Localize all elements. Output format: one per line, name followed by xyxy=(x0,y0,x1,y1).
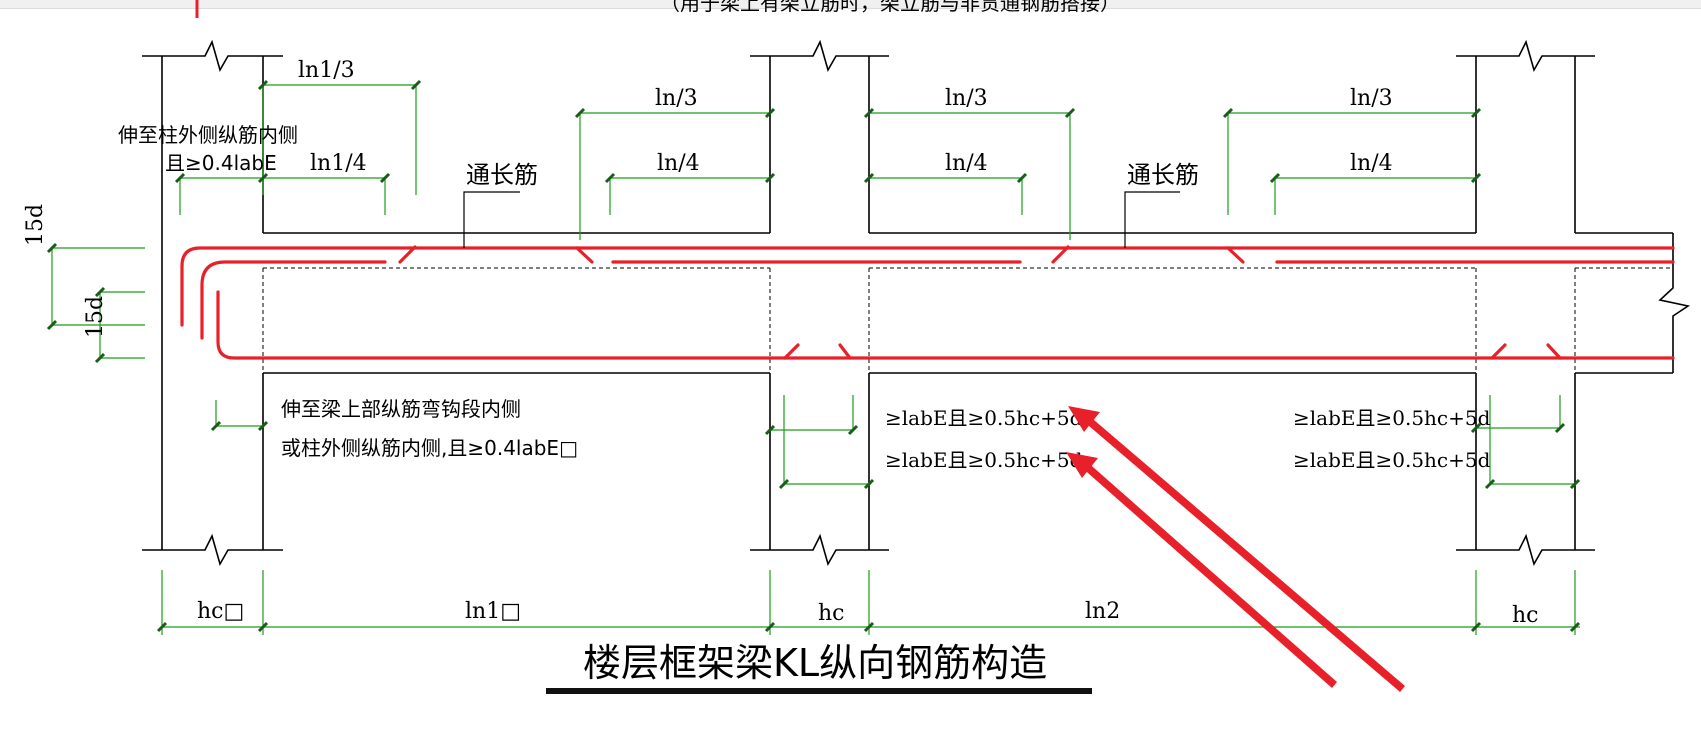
viewer-toolbar-strip xyxy=(0,0,1701,9)
label-ln-3-b: ln/3 xyxy=(945,86,988,111)
rebar xyxy=(180,245,1675,360)
arrow-lower-head xyxy=(1066,452,1098,478)
arrow-upper-head xyxy=(1068,406,1100,432)
label-15d-outer: 15d xyxy=(23,204,48,246)
label-ln1-box: ln1□ xyxy=(465,599,521,624)
label-ln1-3: ln1/3 xyxy=(298,58,355,83)
header-note: （用于梁上有架立筋时，架立筋与非贯通钢筋搭接） xyxy=(660,0,1120,15)
label-hc-right: hc xyxy=(1512,603,1539,628)
label-lab-rule-mid-2: ≥labE且≥0.5hc+5d xyxy=(885,448,1083,472)
title-underline xyxy=(546,688,1092,694)
label-lab-rule-right-2: ≥labE且≥0.5hc+5d xyxy=(1293,448,1491,472)
annotation-arrows xyxy=(1066,406,1405,692)
label-ln-4-c: ln/4 xyxy=(1350,151,1393,176)
structure-outline xyxy=(142,39,1691,567)
arrow-upper xyxy=(1082,414,1405,692)
label-anchor-bottom-line1: 伸至梁上部纵筋弯钩段内侧 xyxy=(281,397,521,421)
label-anchor-top-line1: 伸至柱外侧纵筋内侧 xyxy=(118,123,298,147)
label-ln-4-a: ln/4 xyxy=(657,151,700,176)
label-15d-inner: 15d xyxy=(83,296,108,338)
label-hc-mid: hc xyxy=(818,601,845,626)
label-through-bar-right: 通长筋 xyxy=(1127,161,1199,189)
label-anchor-top-line2: 且≥0.4labE xyxy=(165,151,277,175)
label-hc-box: hc□ xyxy=(197,599,244,624)
label-ln2: ln2 xyxy=(1085,599,1120,624)
label-ln-3-c: ln/3 xyxy=(1350,86,1393,111)
beam-core-dashed xyxy=(262,267,1673,373)
top-bar-inner-left xyxy=(200,260,387,340)
diagram-title: 楼层框架梁KL纵向钢筋构造 xyxy=(583,641,1047,685)
label-lab-rule-mid-1: ≥labE且≥0.5hc+5d xyxy=(885,406,1083,430)
top-through-bar xyxy=(180,246,1675,327)
dimension-ticks xyxy=(46,79,1581,633)
label-ln1-4: ln1/4 xyxy=(310,151,367,176)
arrow-lower xyxy=(1080,460,1337,688)
label-ln-4-b: ln/4 xyxy=(945,151,988,176)
label-ln-3-a: ln/3 xyxy=(655,86,698,111)
leader-lines xyxy=(463,191,1180,248)
label-lab-rule-right-1: ≥labE且≥0.5hc+5d xyxy=(1293,406,1491,430)
label-through-bar-left: 通长筋 xyxy=(466,161,538,189)
label-anchor-bottom-line2: 或柱外侧纵筋内侧,且≥0.4labE□ xyxy=(281,436,578,460)
bottom-bar xyxy=(216,290,1675,360)
